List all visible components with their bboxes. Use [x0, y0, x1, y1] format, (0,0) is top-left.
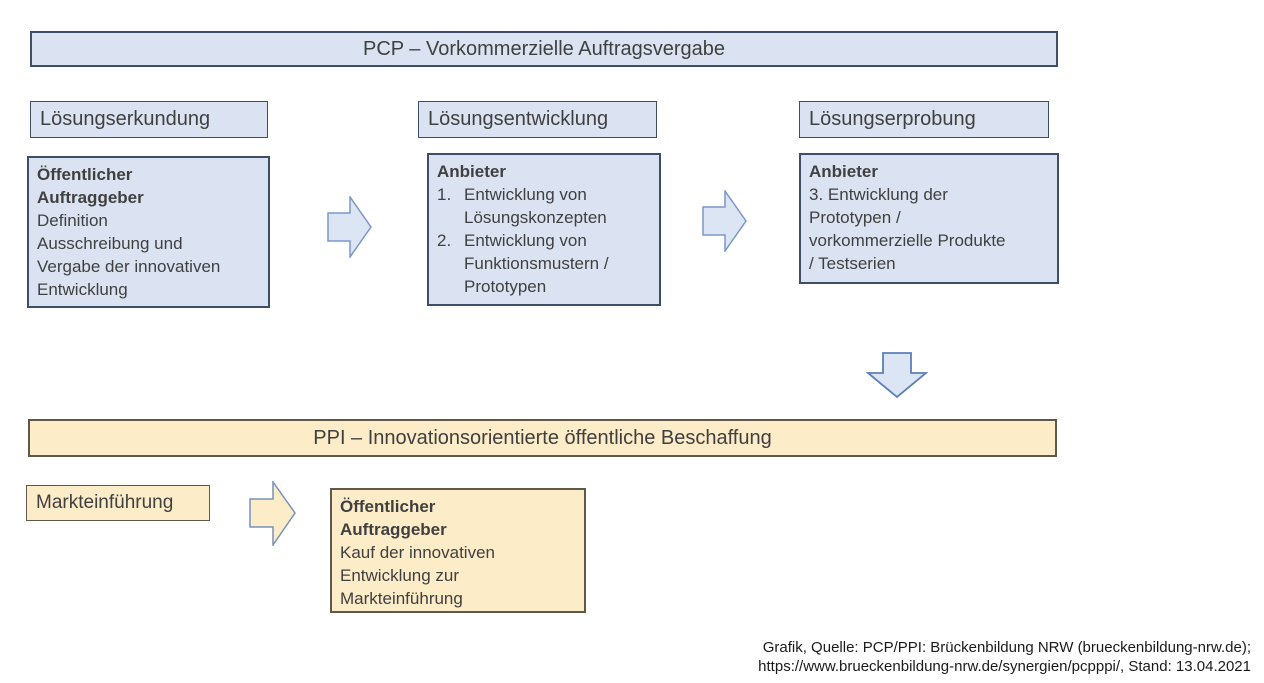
box-text-line: Kauf der innovativen: [340, 543, 495, 562]
box-text-line: Markteinführung: [340, 589, 463, 608]
right-arrow-icon: [327, 196, 372, 258]
pcp-header-title: PCP – Vorkommerzielle Auftragsvergabe: [362, 37, 726, 60]
list-item: 1. Entwicklung von Lösungskonzepten: [437, 183, 651, 229]
ppi-box-kauf: Öffentlicher Auftraggeber Kauf der innov…: [330, 488, 586, 613]
right-arrow-icon: [249, 481, 296, 546]
box-actor-line: Anbieter: [437, 162, 506, 181]
phase-label-loesungserkundung: Lösungserkundung: [30, 101, 268, 138]
phase-box-entwicklung: Anbieter 1. Entwicklung von Lösungskonze…: [427, 153, 661, 306]
box-text-line: Vergabe der innovativen: [37, 257, 221, 276]
down-arrow-icon: [866, 352, 928, 399]
ppi-header-band: PPI – Innovationsorientierte öffentliche…: [28, 419, 1057, 457]
box-text-line: Prototypen /: [809, 208, 901, 227]
phase-label-text: Markteinführung: [36, 492, 174, 513]
box-actor-line: Auftraggeber: [340, 520, 447, 539]
box-text-line: Definition: [37, 211, 108, 230]
ppi-header-title: PPI – Innovationsorientierte öffentliche…: [313, 426, 772, 449]
phase-box-erprobung: Anbieter 3. Entwicklung der Prototypen /…: [799, 153, 1059, 284]
box-text-line: 3. Entwicklung der: [809, 185, 948, 204]
box-text-line: Lösungskonzepten: [464, 208, 607, 227]
phase-label-text: Lösungsentwicklung: [428, 108, 609, 130]
box-actor-line: Öffentlicher: [37, 165, 133, 184]
list-item-lines: Entwicklung von Funktionsmustern / Proto…: [464, 229, 609, 298]
list-number: 2.: [437, 231, 452, 250]
box-text-line: Funktionsmustern /: [464, 254, 609, 273]
source-line: https://www.brueckenbildung-nrw.de/syner…: [758, 657, 1251, 675]
box-text-line: Prototypen: [464, 277, 547, 296]
box-text-line: Entwicklung von: [464, 231, 587, 250]
source-line: Grafik, Quelle: PCP/PPI: Brückenbildung …: [762, 639, 1251, 656]
phase-label-loesungsentwicklung: Lösungsentwicklung: [418, 101, 657, 138]
phase-label-markteinfuehrung: Markteinführung: [26, 485, 210, 521]
list-item-lines: Entwicklung von Lösungskonzepten: [464, 183, 607, 229]
box-text-line: vorkommerzielle Produkte: [809, 231, 1006, 250]
box-actor-line: Anbieter: [809, 162, 878, 181]
box-text-line: / Testserien: [809, 254, 896, 273]
box-text-line: Entwicklung von: [464, 185, 587, 204]
phase-label-text: Lösungserprobung: [809, 108, 976, 130]
phase-box-erkundung: Öffentlicher Auftraggeber Definition Aus…: [27, 156, 270, 308]
right-arrow-icon: [702, 190, 747, 252]
box-text-line: Ausschreibung und: [37, 234, 183, 253]
box-actor-line: Öffentlicher: [340, 497, 436, 516]
box-text-line: Entwicklung zur: [340, 566, 460, 585]
phase-label-text: Lösungserkundung: [40, 108, 211, 130]
list-number: 1.: [437, 185, 452, 204]
pcp-header-band: PCP – Vorkommerzielle Auftragsvergabe: [30, 31, 1058, 67]
box-actor-line: Auftraggeber: [37, 188, 144, 207]
list-item: 2. Entwicklung von Funktionsmustern / Pr…: [437, 229, 651, 298]
box-text-line: Entwicklung: [37, 280, 128, 299]
phase-label-loesungserprobung: Lösungserprobung: [799, 101, 1049, 138]
source-attribution: Grafik, Quelle: PCP/PPI: Brückenbildung …: [758, 639, 1251, 676]
